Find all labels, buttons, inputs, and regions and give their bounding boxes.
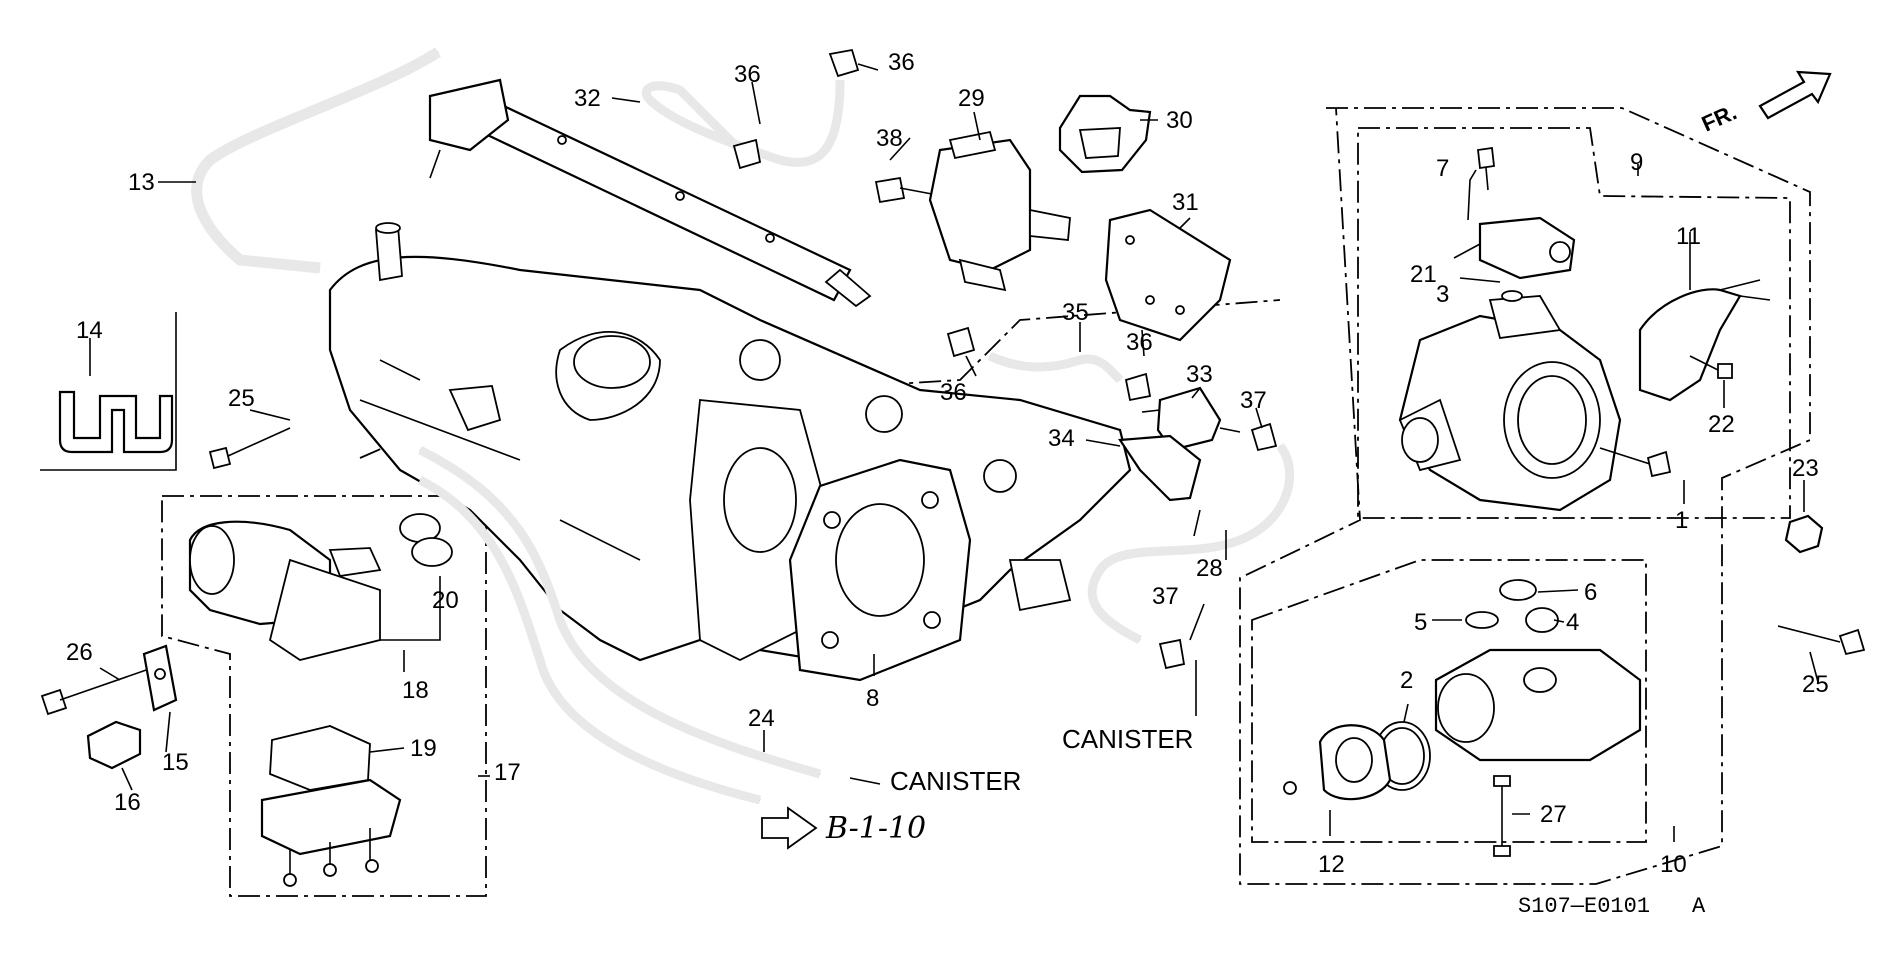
fuel-rail: [428, 78, 872, 308]
label-30: 30: [1166, 107, 1193, 134]
label-6: 6: [1584, 579, 1597, 606]
bolt-26: [40, 667, 153, 716]
lower-body-boundary: [1251, 559, 1647, 843]
cover-11: [1638, 279, 1771, 402]
label-38: 38: [876, 125, 903, 152]
iacv-18: [188, 520, 382, 661]
hose-28: [1087, 443, 1295, 645]
label-33: 33: [1186, 361, 1213, 388]
label-23: 23: [1792, 455, 1819, 482]
label-5: 5: [1414, 609, 1427, 636]
label-19: 19: [410, 735, 437, 762]
clamp-37-bottom: [1158, 638, 1197, 716]
screw-22: [1689, 355, 1733, 379]
label-17: 17: [494, 759, 521, 786]
label-36-c: 36: [1126, 329, 1153, 356]
canister-label-right: CANISTER: [1062, 724, 1193, 754]
gasket-6: [1499, 579, 1537, 601]
throttle-body-inner-boundary: [1357, 127, 1791, 519]
label-34: 34: [1048, 425, 1075, 452]
solenoid-29: [928, 130, 1071, 292]
label-7: 7: [1436, 155, 1449, 182]
part-labels: 1 2 3 4 5 6 7 8 9 10 11 12 13 14 15 16 1…: [66, 49, 1829, 878]
reference-arrow-icon: [761, 806, 818, 850]
drawing-revision: A: [1692, 894, 1706, 919]
label-15: 15: [162, 749, 189, 776]
iacv-plate: [260, 778, 402, 887]
label-37-a: 37: [1240, 387, 1267, 414]
label-4: 4: [1566, 609, 1579, 636]
label-14: 14: [76, 317, 103, 344]
label-12: 12: [1318, 851, 1345, 878]
hose-32: [641, 79, 845, 167]
gasket-4: [1525, 607, 1559, 633]
screw-7: [1477, 146, 1495, 191]
sensor-21: [1478, 216, 1576, 302]
label-22: 22: [1708, 411, 1735, 438]
bolt-25-left: [208, 427, 291, 470]
clamp-37-mid: [1250, 422, 1278, 452]
nut-23: [1784, 514, 1824, 554]
throttle-body: [1398, 295, 1622, 512]
bracket-34: [1118, 434, 1202, 502]
hose-24: [417, 445, 822, 805]
label-9: 9: [1630, 149, 1643, 176]
bracket-15: [142, 644, 178, 712]
label-36-d: 36: [940, 379, 967, 406]
label-36-a: 36: [734, 61, 761, 88]
label-18: 18: [402, 677, 429, 704]
label-11: 11: [1676, 223, 1701, 250]
label-10: 10: [1660, 851, 1687, 878]
bracket-14: [40, 312, 177, 471]
label-8: 8: [866, 685, 879, 712]
clamp-36-mid: [946, 326, 1152, 402]
gasket-19: [269, 725, 371, 791]
front-arrow-icon: [1758, 70, 1832, 120]
cover-30: [1058, 94, 1152, 174]
label-16: 16: [114, 789, 141, 816]
drawing-code: S107—E0101: [1518, 894, 1650, 919]
label-24: 24: [748, 705, 775, 732]
label-13: 13: [128, 169, 155, 196]
label-31: 31: [1172, 189, 1199, 216]
front-direction-label: FR.: [1698, 99, 1741, 136]
lower-body-10: [1434, 648, 1642, 762]
label-29: 29: [958, 85, 985, 112]
label-37-b: 37: [1152, 583, 1179, 610]
gasket-8: [788, 458, 972, 682]
label-20: 20: [432, 587, 459, 614]
hose-13: [191, 47, 442, 274]
gasket-5: [1465, 611, 1499, 629]
label-27: 27: [1540, 801, 1567, 828]
bracket-31: [1104, 208, 1232, 342]
label-36-b: 36: [888, 49, 915, 76]
canister-label-left: CANISTER: [890, 766, 1021, 796]
label-26: 26: [66, 639, 93, 666]
label-28: 28: [1196, 555, 1223, 582]
screw-1: [1599, 447, 1672, 478]
label-25-left: 25: [228, 385, 255, 412]
hose-35: [988, 351, 1124, 384]
label-2: 2: [1400, 667, 1413, 694]
bolt-25-right: [1777, 625, 1866, 656]
label-1: 1: [1675, 507, 1688, 534]
clamp-36-top: [732, 48, 860, 170]
label-21: 21: [1410, 261, 1437, 288]
bolt-38: [874, 176, 933, 204]
label-25-right: 25: [1802, 671, 1829, 698]
clip-16: [86, 720, 142, 770]
label-3: 3: [1436, 281, 1449, 308]
plate-12: [1283, 724, 1392, 801]
reference-code: B-1-10: [825, 811, 926, 846]
label-32: 32: [574, 85, 601, 112]
leader-lines: [89, 63, 1819, 842]
bolt-27: [1493, 775, 1511, 857]
label-35: 35: [1062, 299, 1089, 326]
gasket-20: [399, 513, 453, 567]
throttle-body-assembly-boundary: [1239, 107, 1811, 885]
